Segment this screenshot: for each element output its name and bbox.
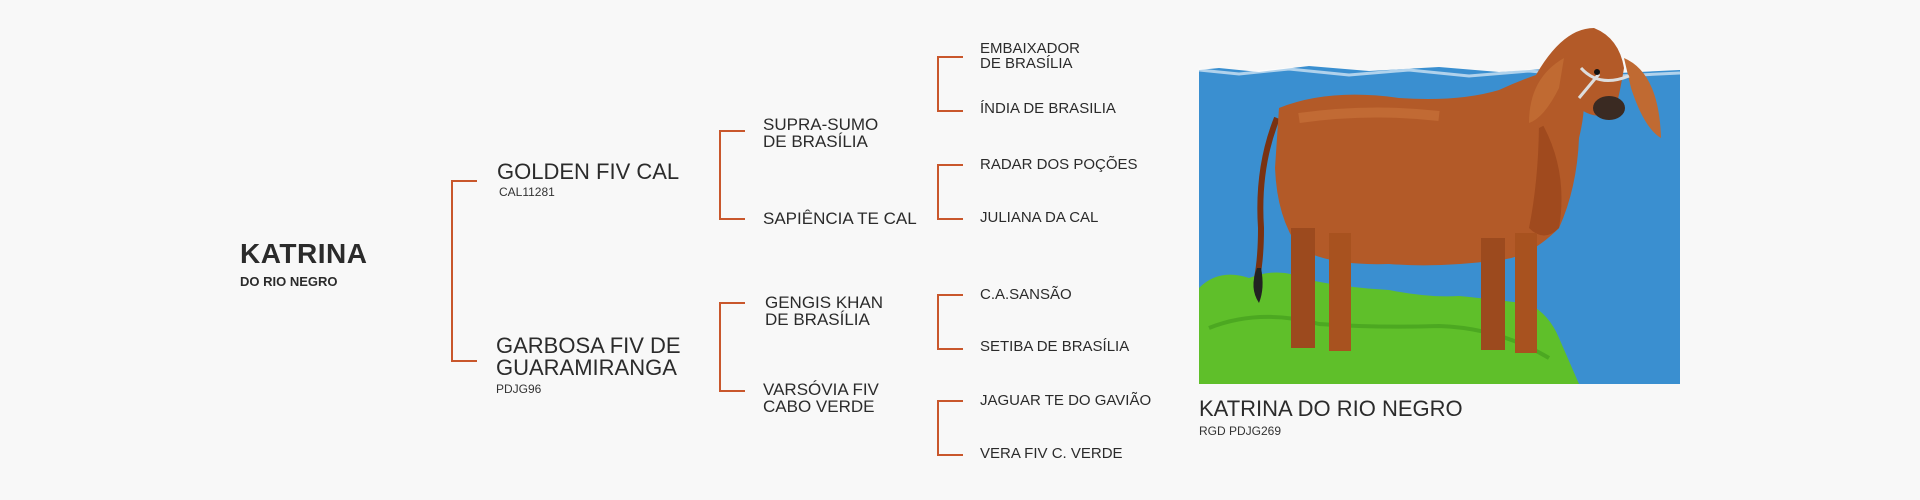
gp-bracket-1 (937, 56, 963, 112)
dam-name-line1: GARBOSA FIV DE (496, 333, 681, 358)
gp-ds-line1: GENGIS KHAN (765, 293, 884, 312)
ggp-8: VERA FIV C. VERDE (980, 446, 1123, 461)
gp-bracket-3 (937, 294, 963, 350)
animal-title: KATRINA DO RIO NEGRO (240, 238, 367, 289)
ggp-7: JAGUAR TE DO GAVIÃO (980, 393, 1151, 408)
cow-photo-illustration (1198, 28, 1681, 384)
ggp-2-line1: ÍNDIA DE BRASILIA (980, 100, 1116, 117)
animal-photo (1198, 28, 1681, 386)
ggp-1: EMBAIXADOR DE BRASÍLIA (980, 41, 1080, 71)
grandparent-sire-sire: SUPRA-SUMO DE BRASÍLIA (763, 116, 878, 150)
ggp-8-line1: VERA FIV C. VERDE (980, 445, 1123, 462)
sire: GOLDEN FIV CAL CAL11281 (497, 159, 680, 200)
ggp-1-line1: EMBAIXADOR (980, 40, 1081, 57)
ggp-3-line1: RADAR DOS POÇÕES (980, 156, 1138, 173)
dam: GARBOSA FIV DE GUARAMIRANGA PDJG96 (496, 333, 681, 397)
parents-bracket (451, 180, 477, 362)
gp-ds-line2: DE BRASÍLIA (765, 310, 870, 329)
sire-name: GOLDEN FIV CAL (497, 159, 680, 184)
gp-bracket-4 (937, 400, 963, 456)
dam-reg: PDJG96 (496, 382, 542, 396)
ggp-5: C.A.SANSÃO (980, 287, 1072, 302)
gp-dd-line2: CABO VERDE (763, 397, 875, 416)
gp-sd-line1: SAPIÊNCIA TE CAL (763, 209, 917, 228)
ggp-1-line2: DE BRASÍLIA (980, 55, 1073, 72)
ggp-3: RADAR DOS POÇÕES (980, 157, 1138, 172)
gp-bracket-2 (937, 164, 963, 220)
dam-bracket (719, 302, 745, 392)
caption-reg: RGD PDJG269 (1199, 424, 1282, 438)
grandparent-dam-sire: GENGIS KHAN DE BRASÍLIA (765, 294, 883, 328)
animal-subtitle: DO RIO NEGRO (240, 274, 338, 289)
ggp-4: JULIANA DA CAL (980, 210, 1098, 225)
grandparent-sire-dam: SAPIÊNCIA TE CAL (763, 210, 917, 227)
gp-dd-line1: VARSÓVIA FIV (763, 380, 879, 399)
sire-reg: CAL11281 (499, 185, 555, 199)
ggp-4-line1: JULIANA DA CAL (980, 209, 1099, 226)
sire-bracket (719, 130, 745, 220)
grandparent-dam-dam: VARSÓVIA FIV CABO VERDE (763, 381, 879, 415)
gp-ss-line2: DE BRASÍLIA (763, 132, 868, 151)
ggp-6-line1: SETIBA DE BRASÍLIA (980, 338, 1130, 355)
photo-caption: KATRINA DO RIO NEGRO RGD PDJG269 (1199, 396, 1463, 438)
dam-name-line2: GUARAMIRANGA (496, 355, 677, 380)
caption-name: KATRINA DO RIO NEGRO (1199, 396, 1463, 421)
ggp-6: SETIBA DE BRASÍLIA (980, 339, 1129, 354)
ggp-5-line1: C.A.SANSÃO (980, 286, 1072, 303)
ggp-7-line1: JAGUAR TE DO GAVIÃO (980, 392, 1152, 409)
gp-ss-line1: SUPRA-SUMO (763, 115, 879, 134)
ggp-2: ÍNDIA DE BRASILIA (980, 101, 1116, 116)
animal-name: KATRINA (240, 238, 368, 269)
